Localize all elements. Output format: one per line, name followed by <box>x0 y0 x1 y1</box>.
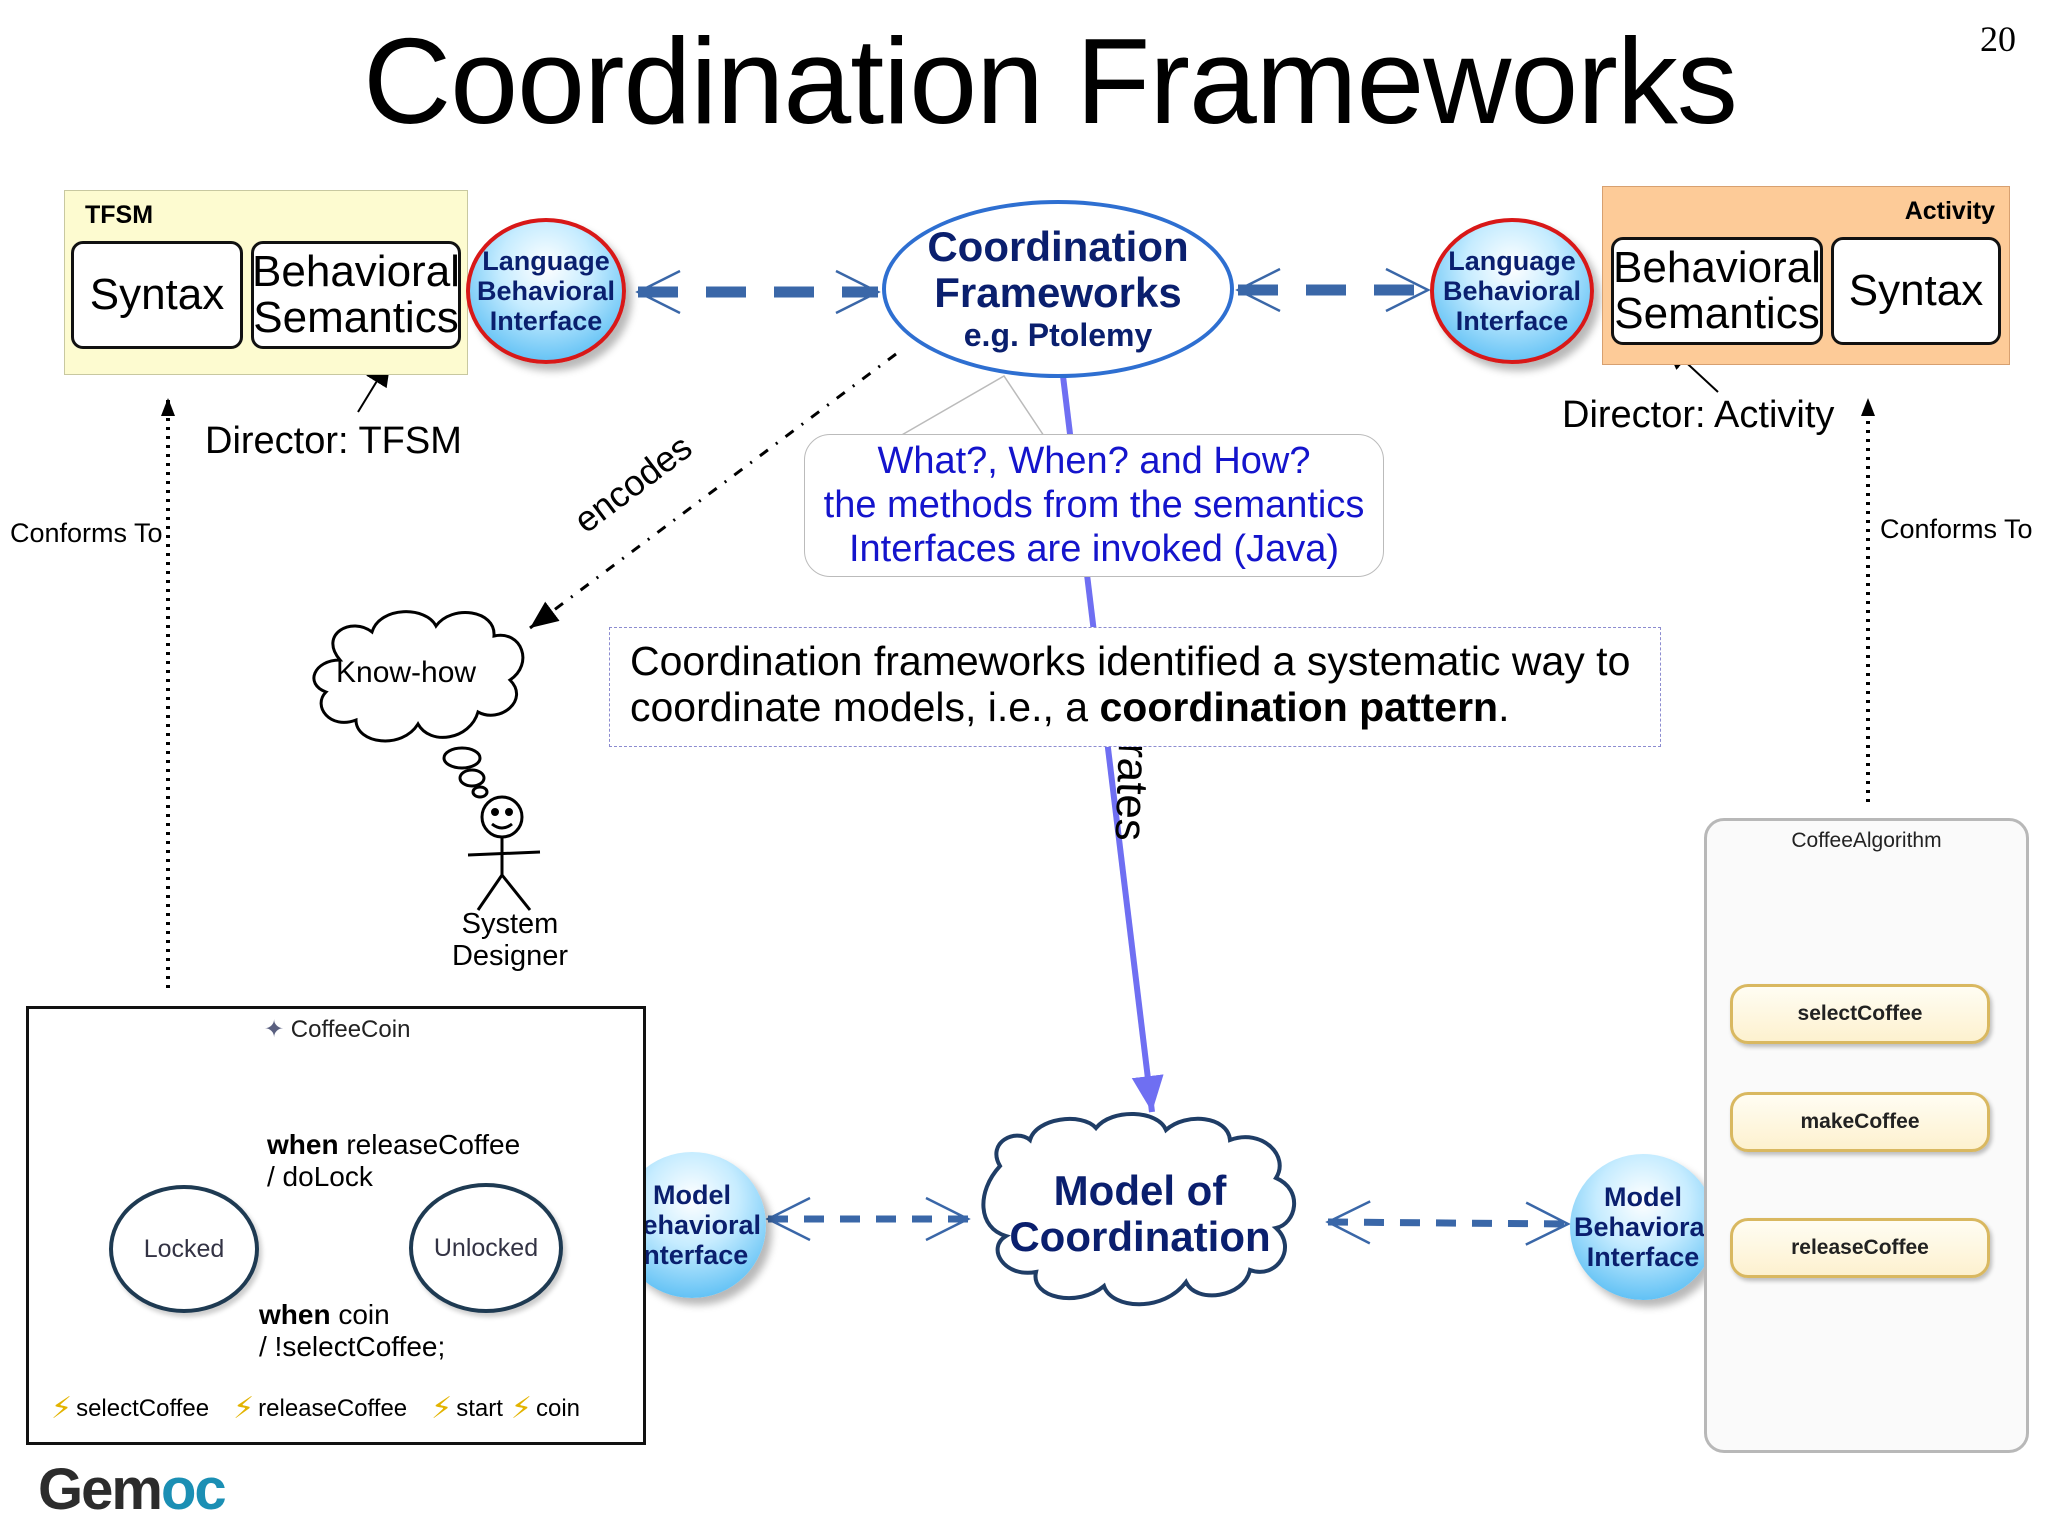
t1-action: / doLock <box>267 1161 373 1192</box>
tfsm-lbi-line1: Language <box>482 246 610 276</box>
event-release-coffee[interactable]: ⚡releaseCoffee <box>233 1391 407 1426</box>
act-mbi-line1: Model <box>1604 1182 1682 1212</box>
activity-semantics-line2: Semantics <box>1614 289 1820 338</box>
event-start[interactable]: ⚡start <box>431 1391 503 1426</box>
tfsm-semantics-line1: Behavioral <box>252 247 460 296</box>
activity-label: Activity <box>1904 197 1995 225</box>
director-activity-label: Director: Activity <box>1562 394 1835 436</box>
know-how-label: Know-how <box>336 656 477 689</box>
t2-event: coin <box>330 1299 390 1330</box>
encodes-arrow <box>529 352 897 630</box>
cf-line3: e.g. Ptolemy <box>963 317 1153 353</box>
logo-part2: oc <box>160 1457 227 1522</box>
callout-line1: What?, When? and How? <box>877 440 1311 482</box>
gemoc-logo: Gemoc <box>38 1456 227 1523</box>
tfsm-semantics-box: Behavioral Semantics <box>251 241 461 349</box>
lightning-icon: ⚡ <box>510 1392 532 1425</box>
event-coin[interactable]: ⚡coin <box>511 1391 580 1426</box>
coordination-pattern-note: Coordination frameworks identified a sys… <box>609 627 1661 747</box>
lightning-icon: ⚡ <box>431 1392 453 1425</box>
action-select-coffee[interactable]: selectCoffee <box>1730 984 1990 1044</box>
t1-event: releaseCoffee <box>338 1129 521 1160</box>
t1-keyword: when <box>267 1129 339 1160</box>
callout-tail <box>899 374 1045 437</box>
event-select-coffee[interactable]: ⚡selectCoffee <box>51 1391 209 1426</box>
generates-label: rates <box>1105 742 1158 842</box>
callout-line2: the methods from the semantics <box>823 484 1365 526</box>
activity-model-link <box>1325 1200 1571 1246</box>
activity-model-interface-bubble: Model Behavioral Interface <box>1570 1154 1716 1300</box>
tfsm-semantics-line2: Semantics <box>253 293 459 342</box>
lightning-icon: ⚡ <box>51 1392 73 1425</box>
coffee-algorithm-title: CoffeeAlgorithm <box>1791 829 1942 852</box>
tfsm-lbi-line3: Interface <box>489 306 603 336</box>
coffee-coin-panel: ✦ CoffeeCoin when releaseCoffee / doLock… <box>26 1006 646 1445</box>
event-label: coin <box>535 1394 581 1422</box>
director-tfsm-label: Director: TFSM <box>205 420 462 462</box>
act-mbi-line3: Interface <box>1586 1242 1700 1272</box>
moc-line1: Model of <box>1053 1167 1227 1214</box>
action-release-coffee[interactable]: releaseCoffee <box>1730 1218 1990 1278</box>
fsm-mbi-line1: Model <box>653 1180 731 1210</box>
activity-syntax-box: Syntax <box>1831 237 2001 345</box>
action-make-coffee[interactable]: makeCoffee <box>1730 1092 1990 1152</box>
act-lbi-line3: Interface <box>1455 306 1569 336</box>
slide-number: 20 <box>1980 19 2016 59</box>
act-mbi-line2: Behavioral <box>1573 1212 1713 1242</box>
fsm-star-icon: ✦ <box>264 1016 291 1043</box>
activity-conforms-to-label: Conforms To <box>1880 514 2033 544</box>
t2-keyword: when <box>259 1299 331 1330</box>
slide-title: Coordination Frameworks <box>363 13 1738 149</box>
t2-action: / !selectCoffee; <box>259 1331 446 1362</box>
note-text-after: . <box>1498 684 1510 730</box>
activity-semantics-line1: Behavioral <box>1613 243 1821 292</box>
event-label: releaseCoffee <box>258 1394 408 1422</box>
tfsm-language-interface-bubble: Language Behavioral Interface <box>466 218 626 364</box>
act-lbi-line1: Language <box>1448 246 1576 276</box>
know-how-cloud <box>312 610 525 799</box>
semantics-callout: What?, When? and How? the methods from t… <box>804 434 1384 577</box>
activity-language-box: Activity Behavioral Semantics Syntax <box>1602 186 2010 365</box>
state-unlocked[interactable]: Unlocked <box>409 1183 563 1313</box>
model-of-coordination-label: Model of Coordination <box>990 1168 1290 1260</box>
designer-line2: Designer <box>451 940 569 972</box>
act-lbi-line2: Behavioral <box>1442 276 1582 306</box>
cf-line2: Frameworks <box>934 269 1182 316</box>
coffee-coin-title: ✦ CoffeeCoin <box>264 1015 410 1044</box>
cf-line1: Coordination <box>927 223 1189 270</box>
fsm-event-list: ⚡selectCoffee ⚡releaseCoffee ⚡start ⚡coi… <box>51 1391 580 1426</box>
moc-line2: Coordination <box>1009 1213 1271 1260</box>
fsm-mbi-line3: Interface <box>635 1240 749 1270</box>
event-label: start <box>456 1394 503 1422</box>
activity-semantics-box: Behavioral Semantics <box>1611 237 1823 345</box>
note-bold: coordination pattern <box>1099 684 1499 730</box>
tfsm-conforms-to-label: Conforms To <box>10 518 163 548</box>
lightning-icon: ⚡ <box>233 1392 255 1425</box>
system-designer-label: System Designer <box>440 908 580 972</box>
transition-release-label: when releaseCoffee / doLock <box>267 1129 520 1193</box>
state-locked[interactable]: Locked <box>109 1185 259 1313</box>
tfsm-language-box: TFSM Syntax Behavioral Semantics <box>64 190 468 375</box>
tfsm-label: TFSM <box>85 201 154 229</box>
designer-line1: System <box>461 908 559 940</box>
activity-language-interface-bubble: Language Behavioral Interface <box>1430 218 1594 364</box>
coffee-coin-title-text: CoffeeCoin <box>290 1016 411 1043</box>
tfsm-syntax-box: Syntax <box>71 241 243 349</box>
callout-line3: Interfaces are invoked (Java) <box>848 528 1339 570</box>
transition-coin-label: when coin / !selectCoffee; <box>259 1299 445 1363</box>
event-label: selectCoffee <box>76 1394 210 1422</box>
system-designer-figure <box>467 795 541 911</box>
logo-part1: Gem <box>38 1457 163 1522</box>
note-text-before: Coordination frameworks identified a sys… <box>630 638 1631 730</box>
coordination-framework-ellipse: Coordination Frameworks e.g. Ptolemy <box>882 200 1234 378</box>
tfsm-lbi-line2: Behavioral <box>476 276 616 306</box>
model-of-coordination-cloud <box>981 1112 1296 1307</box>
